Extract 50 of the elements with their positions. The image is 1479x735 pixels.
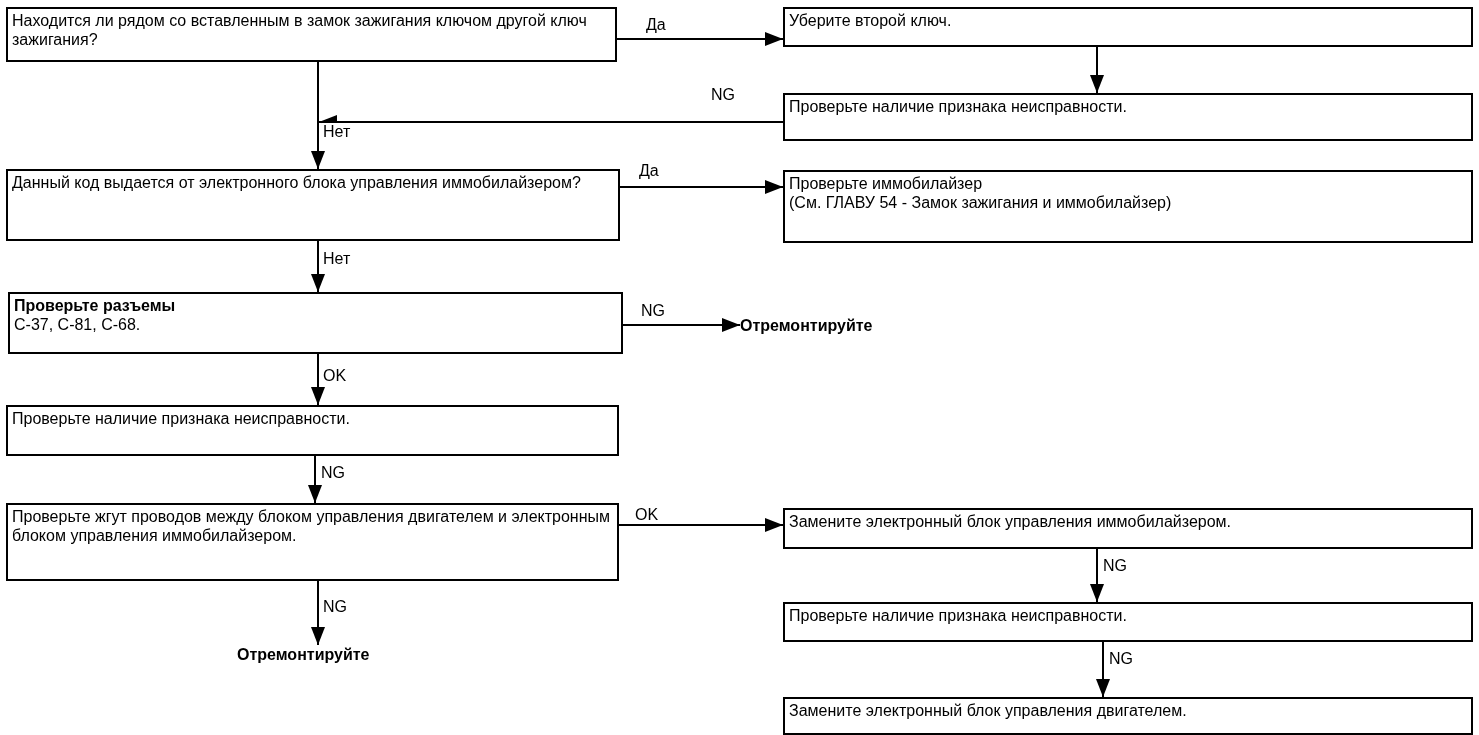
edge-label: OK (634, 506, 660, 523)
edge-label: Нет (322, 123, 352, 140)
box-text: Проверьте жгут проводов между блоком управления двигателем и электронным блоком управления иммобилайзером. (12, 507, 611, 545)
process-box (783, 7, 1473, 47)
edge-label: NG (640, 302, 666, 319)
arrow (311, 353, 325, 406)
box-text: Проверьте наличие признака неисправности. (12, 409, 351, 428)
process-box (783, 170, 1473, 243)
process-box (6, 169, 620, 241)
edge-label: NG (322, 598, 348, 615)
arrow (619, 180, 784, 194)
edge-label: NG (1108, 650, 1134, 667)
edge-label: Да (645, 16, 667, 33)
edge-label: NG (320, 464, 346, 481)
box-text: Проверьте наличие признака неисправности. (789, 97, 1128, 116)
terminal-text: Отремонтируйте (237, 645, 367, 665)
process-box (8, 292, 623, 354)
box-text: Находится ли рядом со вставленным в замок зажигания ключом другой ключ зажигания? (12, 11, 588, 49)
arrow (311, 580, 325, 646)
edge-label: NG (1102, 557, 1128, 574)
box-text: Замените электронный блок управления иммобилайзером. (789, 512, 1233, 531)
arrow (311, 240, 325, 293)
terminal-text: Отремонтируйте (740, 316, 870, 336)
edge-label: Да (638, 162, 660, 179)
box-text: Замените электронный блок управления двигателем. (789, 701, 1188, 720)
process-box (6, 405, 619, 456)
process-box (783, 697, 1473, 735)
arrow (1090, 548, 1104, 603)
arrow (1090, 46, 1104, 94)
edge-label: OK (322, 367, 348, 384)
process-box (783, 602, 1473, 642)
box-text: (См. ГЛАВУ 54 - Замок зажигания и иммобилайзер) (789, 193, 1173, 212)
process-box (783, 508, 1473, 549)
process-box (6, 503, 619, 581)
box-text: Проверьте иммобилайзер (789, 174, 984, 193)
box-text: Уберите второй ключ. (789, 11, 953, 30)
arrow (1096, 641, 1110, 698)
arrow (308, 455, 322, 504)
process-box (783, 93, 1473, 141)
box-text: Данный код выдается от электронного блока управления иммобилайзером? (12, 173, 582, 192)
edge-label: Нет (322, 250, 352, 267)
box-text: C-37, C-81, C-68. (14, 315, 142, 334)
arrow (311, 61, 325, 170)
arrow (616, 32, 784, 46)
box-text: Проверьте наличие признака неисправности. (789, 606, 1128, 625)
edge-label: NG (710, 86, 736, 103)
arrow (622, 318, 741, 332)
arrow (618, 518, 784, 532)
box-heading: Проверьте разъемы (14, 296, 177, 315)
process-box (6, 7, 617, 62)
